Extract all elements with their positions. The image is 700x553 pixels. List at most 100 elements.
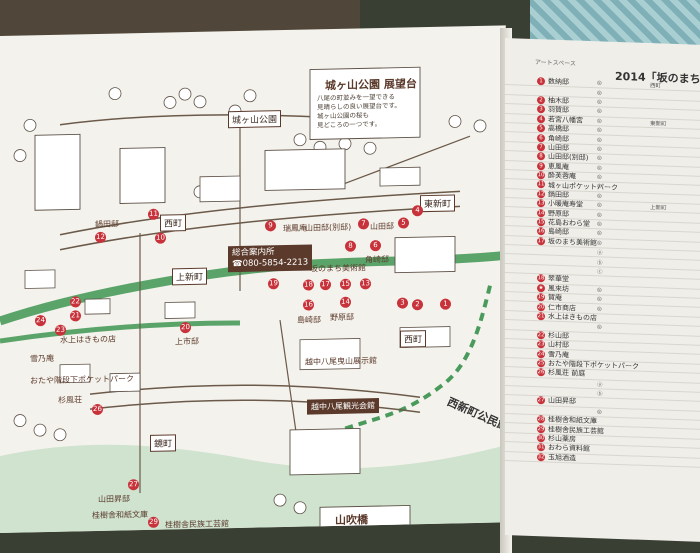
nishi-town-2-label: 西町 [400, 330, 427, 348]
index-number-badge [537, 246, 545, 254]
kamiichi-label: 上市邸 [175, 336, 199, 347]
index-mark: ◎ [597, 108, 602, 115]
noharatei-label: 野原邸 [330, 312, 354, 323]
index-number-badge: 13 [537, 199, 545, 208]
index-number-badge: 19 [537, 293, 545, 302]
wasshi-label: 桂樹舎民族工芸館 [165, 519, 229, 530]
index-number-badge [537, 387, 545, 395]
index-number-badge: 21 [537, 312, 545, 321]
index-number-badge: 17 [537, 236, 545, 246]
kamishin-town-label: 上新町 [172, 267, 208, 286]
observatory-note-3: 城ヶ山公園の桜も [317, 111, 369, 121]
hachirinda-label: 鍋田邸 [95, 219, 119, 230]
yamadatei-label: 山田邸 [370, 221, 394, 232]
index-mark: ◎ [597, 221, 602, 228]
index-spot-name: 数納邸 [548, 77, 569, 87]
index-area: 東新町 [650, 120, 667, 128]
index-mark: ◎ [597, 155, 602, 162]
index-mark: ◎ [597, 324, 602, 331]
index-mark: ◎ [597, 127, 602, 134]
index-number-badge [537, 265, 545, 273]
info-center: 総合案内所 ☎080-5854-2213 [228, 244, 313, 273]
index-number-badge: 25 [537, 359, 545, 368]
yukiyanoan-label: 雪乃庵 [30, 353, 54, 364]
index-mark: ◎ [597, 409, 602, 416]
index-number-badge [537, 87, 545, 95]
river [0, 444, 505, 533]
index-mark: ⓒ [597, 269, 603, 276]
index-number-badge: 4 [537, 114, 545, 124]
index-mark: ◎ [597, 164, 602, 172]
map-page: 城ヶ山公園 城ヶ山公園 展望台 八尾の町並みを一望できる 見晴らしの良い展望台で… [0, 25, 506, 533]
index-mark: ◎ [597, 136, 602, 143]
index-number-badge: 2 [537, 96, 545, 105]
index-number-badge: 23 [537, 340, 545, 349]
kagami-town-label: 鏡町 [150, 434, 177, 452]
walking-route [329, 285, 492, 436]
index-spot-name: 山田昇邸 [548, 396, 576, 406]
saka-museum-label: 坂のまち美術館 [310, 263, 366, 274]
index-mark: ◎ [597, 296, 602, 303]
info-center-phone: ☎080-5854-2213 [232, 257, 309, 270]
index-mark: ◎ [597, 286, 602, 294]
booklet: 城ヶ山公園 城ヶ山公園 展望台 八尾の町並みを一望できる 見晴らしの良い展望台で… [0, 25, 700, 553]
index-mark: ◎ [597, 183, 602, 190]
index-mark: ◎ [597, 117, 602, 125]
nishi-town-label: 西町 [160, 214, 187, 232]
index-number-badge: 12 [537, 189, 545, 199]
owara-park-label: おたや階段下ポケットパーク [30, 374, 134, 386]
sugifukutei-label: 杉風荘 [58, 395, 82, 405]
index-area: 上新町 [650, 205, 667, 212]
yamadanoboru-label: 山田昇邸 [98, 494, 130, 504]
index-mark: ◎ [597, 202, 602, 209]
index-mark: ◎ [597, 240, 602, 247]
index-number-badge [537, 406, 545, 414]
index-number-badge [537, 378, 545, 386]
index-number-badge: 1 [537, 77, 545, 86]
tsunoda-label: 角崎邸 [365, 254, 389, 265]
park-name-label: 城ヶ山公園 [228, 110, 282, 129]
index-number-badge: 30 [537, 434, 545, 443]
suizou-label: 水上はきもの店 [60, 334, 116, 345]
index-number-badge: 14 [537, 208, 545, 218]
hikiyama-museum-label: 越中八尾曳山展示館 [305, 356, 377, 367]
index-mark: ⓐ [597, 250, 603, 257]
index-number-badge: ★ [537, 283, 545, 293]
index-number-badge: 11 [537, 180, 545, 189]
shimazaki-label: 島崎邸 [297, 315, 321, 325]
index-number-badge: 18 [537, 274, 545, 283]
observatory-note-1: 八尾の町並みを一望できる [317, 92, 395, 103]
index-number-badge [537, 321, 545, 329]
index-number-badge: 15 [537, 218, 545, 227]
index-number-badge: 9 [537, 161, 545, 171]
index-number-badge: 28 [537, 415, 545, 424]
index-mark: ⓑ [597, 391, 603, 398]
index-mark: ◎ [597, 193, 602, 200]
index-number-badge: 27 [537, 396, 545, 405]
kotohira-label: 桂樹舎和紙文庫 [92, 509, 148, 521]
zuihouan-label: 瑞鳳庵 [283, 223, 307, 234]
index-number-badge: 24 [537, 349, 545, 358]
index-number-badge: 16 [537, 227, 545, 236]
index-mark: ⓐ [597, 381, 603, 389]
index-number-badge: 29 [537, 424, 545, 434]
index-mark: ◎ [597, 89, 602, 96]
index-number-badge: 20 [537, 302, 545, 311]
index-mark: ◎ [597, 230, 602, 237]
observatory-note-4: 見どころの一つです。 [317, 120, 382, 130]
index-number-badge: 31 [537, 443, 545, 452]
index-number-badge: 22 [537, 330, 545, 340]
yamada-bessho-label: 山田邸(別邸) [305, 222, 352, 233]
kankou-kaikan: 越中八尾観光会館 [307, 398, 379, 415]
index-spot-name: 玉旭酒造 [548, 453, 576, 463]
index-mark: ◎ [597, 211, 602, 219]
town-map [0, 66, 505, 533]
index-mark: ◎ [597, 80, 602, 87]
side-road [0, 320, 241, 344]
index-number-badge: 6 [537, 133, 545, 142]
index-mark: ◎ [597, 174, 602, 181]
index-number-badge: 7 [537, 143, 545, 152]
index-number-badge: 3 [537, 105, 545, 114]
